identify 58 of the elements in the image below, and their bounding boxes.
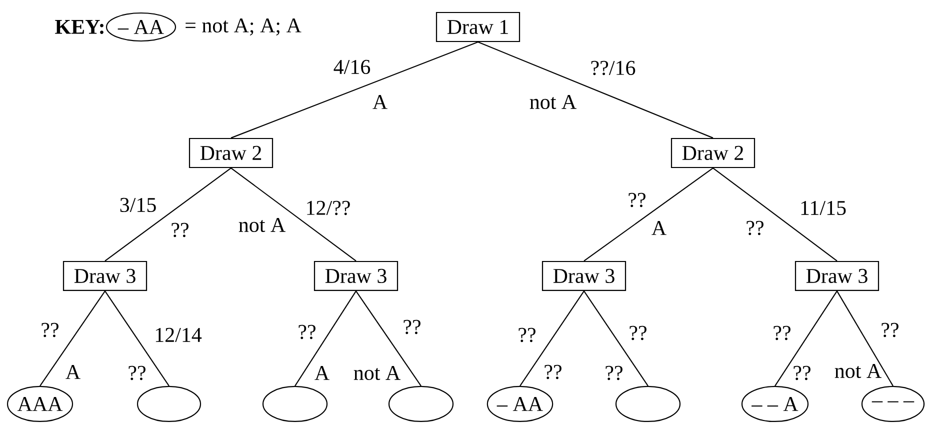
outcome-label: A — [372, 95, 388, 109]
probability-label: ??/16 — [591, 60, 636, 76]
draw-box: Draw 1 — [436, 12, 520, 42]
branch-line — [104, 290, 170, 386]
outcome-label: ?? — [794, 366, 810, 380]
probability-label: 4/16 — [334, 60, 370, 74]
outcome-oval — [262, 386, 328, 422]
outcome-label: ?? — [128, 366, 146, 380]
outcome-oval — [136, 386, 202, 422]
branch-line — [294, 290, 356, 386]
branch-line — [836, 290, 894, 386]
outcome-label: ?? — [172, 222, 188, 238]
branch-line — [230, 168, 356, 262]
draw-box: Draw 3 — [542, 260, 626, 292]
outcome-label: not A — [238, 218, 286, 232]
draw-box: Draw 3 — [794, 260, 880, 292]
probability-label: ?? — [628, 192, 646, 208]
probability-label: 12/?? — [307, 200, 350, 216]
draw-box: Draw 3 — [62, 260, 148, 292]
probability-label: ?? — [774, 326, 790, 340]
outcome-label: ?? — [746, 220, 764, 236]
branch-line — [584, 168, 714, 262]
outcome-label: ?? — [544, 364, 562, 380]
branch-line — [520, 290, 584, 386]
probability-label: 11/15 — [801, 200, 846, 216]
outcome-label: ?? — [606, 366, 622, 380]
outcome-oval — [615, 386, 681, 422]
outcome-oval: – AA — [486, 386, 554, 422]
outcome-label: not A — [354, 366, 400, 380]
probability-label: ?? — [42, 322, 58, 338]
probability-label: ?? — [518, 328, 536, 342]
outcome-label: A — [314, 366, 330, 380]
draw-box: Draw 2 — [188, 138, 274, 168]
outcome-oval: – – – — [861, 386, 925, 422]
draw-box: Draw 2 — [670, 138, 756, 168]
branch-line — [712, 168, 838, 262]
branch-line — [356, 290, 422, 386]
outcome-label: not A — [834, 364, 882, 378]
probability-label: ?? — [298, 324, 316, 340]
outcome-oval — [388, 386, 454, 422]
draw-box: Draw 3 — [314, 260, 398, 292]
branch-line — [478, 42, 714, 138]
key-oval: – AA — [106, 12, 176, 42]
probability-label: ?? — [882, 322, 898, 338]
branch-line — [230, 42, 478, 138]
branch-line — [774, 290, 838, 386]
branch-line — [104, 168, 232, 262]
probability-label: 3/15 — [120, 198, 156, 212]
outcome-label: A — [66, 365, 80, 379]
branch-line — [40, 290, 106, 386]
outcome-label: not A — [530, 94, 576, 110]
outcome-oval: AAA — [6, 386, 74, 422]
outcome-label: A — [652, 221, 666, 235]
branch-line — [584, 290, 648, 386]
probability-label: ?? — [630, 326, 646, 340]
outcome-oval: – – A — [741, 386, 809, 422]
probability-label: ?? — [404, 320, 420, 334]
probability-label: 12/14 — [156, 328, 202, 342]
